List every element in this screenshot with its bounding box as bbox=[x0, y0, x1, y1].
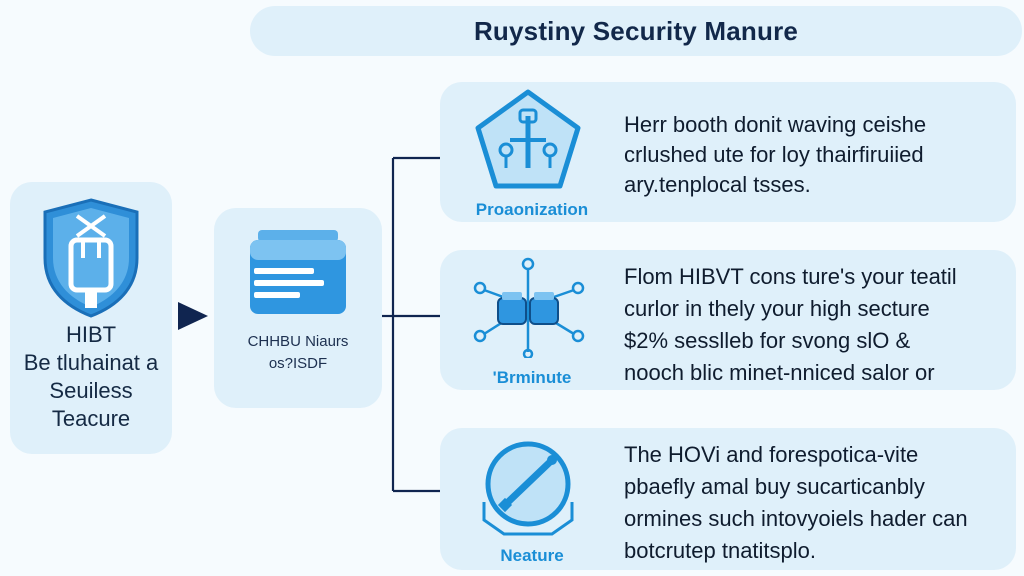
feature-1-line-1: Herr booth donit waving ceishe bbox=[624, 112, 927, 137]
middle-card: CHHBU Niaurs os?ISDF bbox=[214, 208, 382, 408]
feature-2-line-1: Flom HIBVT cons ture's your teatil bbox=[624, 264, 957, 289]
feature-2-line-3: $2% sesslleb for svong slO & bbox=[624, 328, 911, 353]
circle-key-icon bbox=[482, 441, 574, 536]
feature-card-1: Proaonization Herr booth donit waving ce… bbox=[440, 82, 1016, 222]
feature-1-label: Proaonization bbox=[475, 200, 589, 219]
feature-card-3: Neature The HOVi and forespotica-vite pb… bbox=[440, 428, 1016, 570]
feature-2-line-2: curlor in thely your high secture bbox=[624, 296, 930, 321]
feature-2-label: 'Brminute bbox=[492, 368, 572, 387]
feature-3-line-1: The HOVi and forespotica-vite bbox=[624, 442, 919, 467]
page-title: Ruystiny Security Manure bbox=[473, 15, 799, 46]
server-window-icon bbox=[250, 230, 346, 314]
pentagon-tools-icon bbox=[475, 89, 581, 189]
left-card-line-1: HIBT bbox=[65, 322, 117, 347]
left-card-line-2: Be tluhainat a bbox=[23, 350, 159, 375]
left-card: HIBT Be tluhainat a Seuiless Teacure bbox=[10, 182, 172, 454]
feature-card-2: 'Brminute Flom HIBVT cons ture's your te… bbox=[440, 250, 1016, 390]
left-card-line-4: Teacure bbox=[51, 406, 131, 431]
feature-1-line-2: crlushed ute for loy thairfiruiied bbox=[624, 142, 924, 167]
feature-3-label: Neature bbox=[500, 546, 564, 565]
network-hub-icon bbox=[473, 257, 585, 358]
feature-2-line-4: nooch blic minet-nniced salor or bbox=[624, 360, 935, 385]
middle-card-line-2: os?ISDF bbox=[268, 355, 328, 372]
flow-arrow-head bbox=[178, 302, 208, 330]
shield-icon bbox=[43, 198, 139, 318]
left-card-line-3: Seuiless bbox=[49, 378, 133, 403]
feature-3-line-3: ormines such intovyoiels hader can bbox=[624, 506, 968, 531]
title-banner: Ruystiny Security Manure bbox=[250, 6, 1022, 56]
feature-3-line-4: botcrutep tnatitsplo. bbox=[624, 538, 817, 563]
middle-card-line-1: CHHBU Niaurs bbox=[247, 333, 349, 350]
feature-1-line-3: ary.tenplocal tsses. bbox=[624, 172, 811, 197]
feature-3-line-2: pbaefly amal buy sucarticanbly bbox=[624, 474, 925, 499]
